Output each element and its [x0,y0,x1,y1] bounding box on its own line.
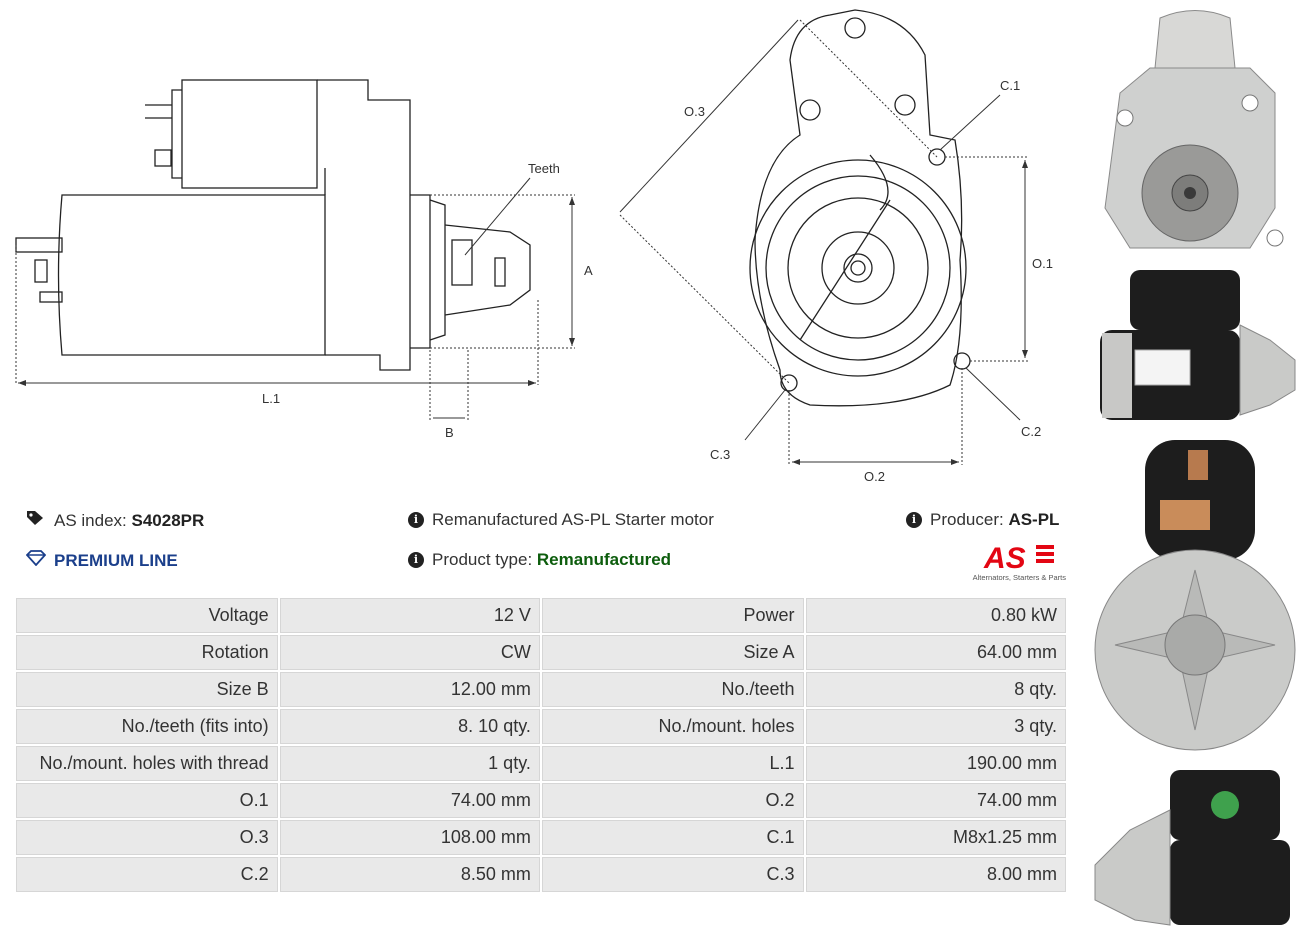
spec-row: No./teeth (fits into)8. 10 qty.No./mount… [16,709,1066,744]
spec-value: 64.00 mm [805,635,1066,670]
description: i Remanufactured AS-PL Starter motor [408,510,714,530]
info-icon: i [408,512,424,528]
label-b: B [445,425,454,440]
svg-text:Alternators, Starters & Parts: Alternators, Starters & Parts [973,573,1067,582]
spec-value: 12 V [279,598,540,633]
spec-value: 190.00 mm [805,746,1066,781]
end-view-outline [754,9,963,407]
spec-value: 1 qty. [279,746,540,781]
spec-value: CW [279,635,540,670]
spec-value: M8x1.25 mm [805,820,1066,855]
description-text: Remanufactured AS-PL Starter motor [432,510,714,529]
product-photo-rear [1090,440,1300,760]
product-type-value: Remanufactured [536,550,672,569]
spec-value: 108.00 mm [279,820,540,855]
spec-value: 8 qty. [805,672,1066,707]
product-type-label: Product type: [432,550,533,569]
solenoid-outline [181,79,318,189]
spec-value: 8.50 mm [279,857,540,892]
producer-value: AS-PL [1008,510,1060,529]
label-c1: C.1 [1000,78,1020,93]
spec-label: O.3 [16,820,278,855]
premium-line: PREMIUM LINE [25,550,178,571]
spec-value: 8.00 mm [805,857,1066,892]
dim-o3-line [619,19,799,213]
product-photo-side [1090,265,1300,425]
label-l1: L.1 [262,391,280,406]
spec-value: 74.00 mm [805,783,1066,818]
as-index-label: AS index: [54,510,127,530]
spec-label: Size A [541,635,804,670]
technical-drawing: Teeth A B L.1 O.1 O.2 O.3 C.1 C.2 C.3 [0,0,1080,490]
spec-label: O.1 [16,783,278,818]
spec-label: Power [541,598,804,633]
svg-text:AS: AS [983,542,1026,575]
spec-label: No./teeth [541,672,804,707]
label-teeth: Teeth [528,161,560,176]
spec-label: Rotation [16,635,278,670]
label-c2: C.2 [1021,424,1041,439]
diamond-icon [25,550,47,571]
info-icon: i [408,552,424,568]
spec-label: Voltage [16,598,278,633]
spec-value: 3 qty. [805,709,1066,744]
spec-label: No./mount. holes with thread [16,746,278,781]
product-type: i Product type: Remanufactured [408,550,671,570]
spec-value: 74.00 mm [279,783,540,818]
label-o2: O.2 [864,469,885,484]
info-icon: i [906,512,922,528]
producer: i Producer: AS-PL [906,510,1059,530]
spec-label: Size B [16,672,278,707]
tag-icon [26,510,46,531]
as-index-value: S4028PR [131,510,205,530]
spec-value: 8. 10 qty. [279,709,540,744]
motor-body-outline [57,194,326,356]
spec-label: No./teeth (fits into) [16,709,278,744]
as-pl-logo: AS Alternators, Starters & Parts [962,540,1068,584]
spec-label: L.1 [541,746,804,781]
as-index: AS index: S4028PR [26,510,204,531]
spec-label: C.2 [16,857,278,892]
spec-value: 12.00 mm [279,672,540,707]
spec-label: C.3 [541,857,804,892]
spec-label: O.2 [541,783,804,818]
product-photo-top [1090,770,1300,930]
label-a: A [584,263,593,278]
premium-line-label: PREMIUM LINE [54,550,178,570]
label-c3: C.3 [710,447,730,462]
product-photo-front [1090,8,1300,256]
spec-value: 0.80 kW [805,598,1066,633]
spec-label: No./mount. holes [541,709,804,744]
producer-label: Producer: [930,510,1004,529]
spec-label: C.1 [541,820,804,855]
label-o1: O.1 [1032,256,1053,271]
label-o3: O.3 [684,104,705,119]
